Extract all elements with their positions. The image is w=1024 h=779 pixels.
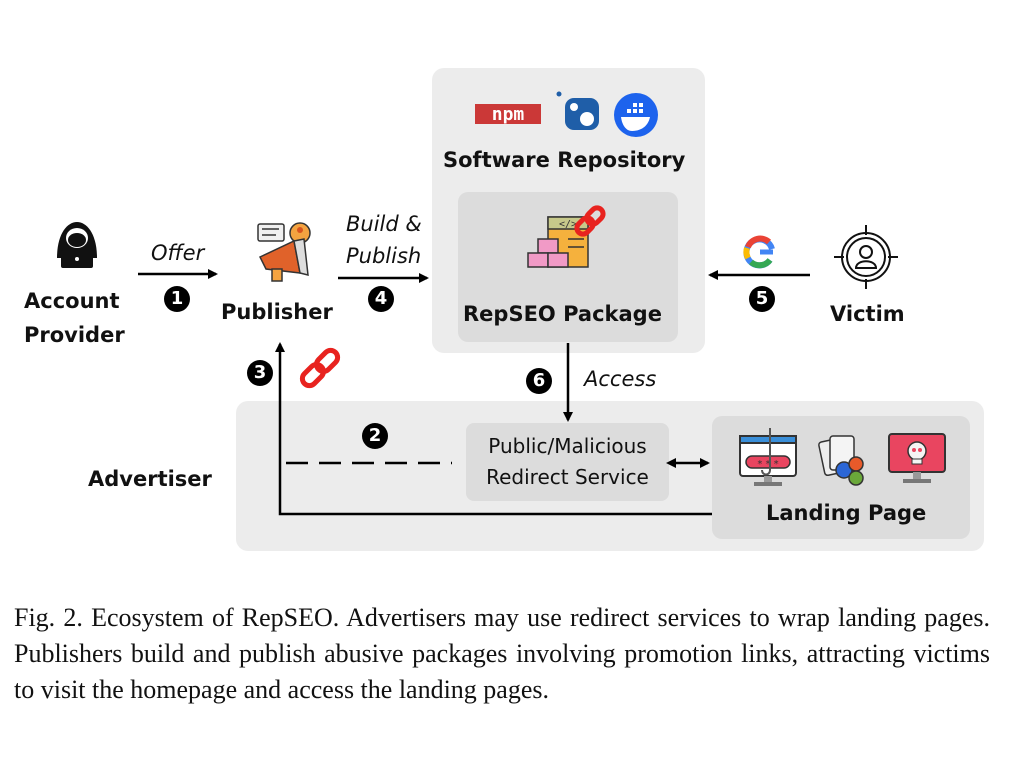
svg-text:</>: </> [559, 219, 577, 230]
step-badge-1: 1 [164, 286, 190, 312]
step-badge-4: 4 [368, 286, 394, 312]
step-badge-3: 3 [247, 360, 273, 386]
step-badge-5: 5 [749, 286, 775, 312]
package-code-link-icon: </> [527, 205, 606, 268]
malware-skull-monitor-icon [888, 433, 946, 483]
megaphone-icon [257, 222, 311, 282]
account-provider-label-line2: Provider [24, 323, 125, 347]
pypi-logo-icon [556, 91, 599, 130]
target-person-icon [834, 225, 898, 289]
redirect-service-label-line2: Redirect Service [486, 465, 649, 489]
arrow-promotion-link [275, 342, 712, 516]
publisher-label: Publisher [221, 300, 333, 324]
edge-label-access: Access [584, 367, 657, 391]
npm-logo-icon: npm [475, 104, 541, 125]
docker-logo-icon [614, 93, 658, 137]
figure-caption: Fig. 2. Ecosystem of RepSEO. Advertisers… [14, 603, 990, 704]
victim-label: Victim [830, 302, 905, 326]
hacker-laptop-icon [57, 222, 97, 268]
svg-text:npm: npm [492, 104, 525, 125]
account-provider-label-line1: Account [24, 289, 120, 313]
google-logo-icon [743, 235, 775, 269]
redirect-service-label: Public/Malicious Redirect Service [466, 431, 669, 493]
edge-label-publish-line: Publish [346, 244, 422, 268]
step-badge-6: 6 [526, 368, 552, 394]
software-repository-label: Software Repository [443, 148, 686, 172]
link-icon-promotion [299, 347, 341, 389]
edge-label-build-publish: Build & Publish [346, 208, 422, 272]
phishing-monitor-icon: * * * [739, 428, 797, 486]
account-provider-label: Account Provider [24, 284, 125, 352]
step-badge-2: 2 [362, 423, 388, 449]
redirect-service-label-line1: Public/Malicious [488, 434, 647, 458]
gambling-cards-icon [818, 435, 864, 486]
advertiser-label: Advertiser [88, 467, 212, 491]
edge-label-build-line: Build & [346, 212, 422, 236]
repseo-package-label: RepSEO Package [463, 302, 662, 326]
edge-label-offer: Offer [151, 241, 205, 265]
svg-text:* * *: * * * [757, 459, 778, 470]
redirect-service-box [466, 423, 669, 501]
landing-page-label: Landing Page [766, 501, 927, 525]
